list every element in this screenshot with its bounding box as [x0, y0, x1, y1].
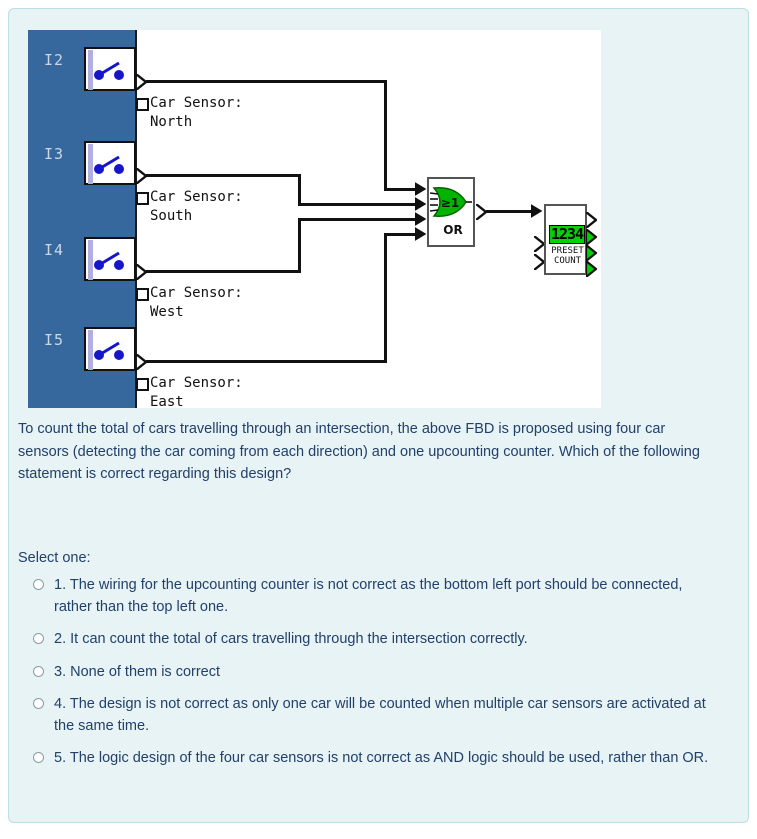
or-gate-block[interactable]: ≥1 OR [427, 177, 475, 247]
counter-output-pin-3 [586, 245, 597, 261]
contact-rail-bar [88, 330, 93, 370]
or-input-arrow-4 [415, 227, 426, 241]
switch-contact-icon [94, 341, 124, 360]
comment-text-i3: Car Sensor: South [150, 188, 243, 226]
sensor-block-i4[interactable] [84, 237, 136, 281]
comment-line1-i5: Car Sensor: [150, 375, 243, 391]
counter-word-preset: PRESET [551, 246, 584, 256]
wire-i5-horizontal [146, 360, 387, 363]
wire-i3-horizontal [146, 174, 301, 177]
counter-display-value: 1234 [550, 225, 584, 243]
wire-i4-to-gate [298, 218, 420, 221]
wire-or-to-counter [486, 210, 536, 213]
input-tag-i3: I3 [44, 145, 65, 163]
comment-line2-i4: West [150, 304, 184, 320]
sensor-block-i2[interactable] [84, 47, 136, 91]
contact-rail-bar [88, 50, 93, 90]
comment-text-i5: Car Sensor: East [150, 374, 243, 412]
switch-contact-icon [94, 61, 124, 80]
input-tag-i5: I5 [44, 331, 65, 349]
answer-label-5: 5. The logic design of the four car sens… [54, 750, 709, 766]
radio-option-3[interactable] [33, 665, 44, 677]
svg-text:≥1: ≥1 [441, 196, 459, 210]
answer-label-4: 4. The design is not correct as only one… [54, 696, 706, 734]
comment-text-i4: Car Sensor: West [150, 284, 243, 322]
answer-option-1[interactable]: 1. The wiring for the upcounting counter… [18, 575, 728, 618]
comment-line1-i2: Car Sensor: [150, 95, 243, 111]
counter-output-pin-2 [586, 229, 597, 245]
contact-rail-bar [88, 240, 93, 280]
answer-option-4[interactable]: 4. The design is not correct as only one… [18, 694, 728, 737]
wire-i2-horizontal [146, 80, 387, 83]
answer-label-2: 2. It can count the total of cars travel… [54, 631, 528, 647]
comment-line1-i4: Car Sensor: [150, 285, 243, 301]
comment-anchor-i4 [136, 288, 149, 301]
comment-line2-i3: South [150, 208, 193, 224]
comment-anchor-i2 [136, 98, 149, 111]
or-input-arrow-2 [415, 197, 426, 211]
or-input-arrow-3 [415, 212, 426, 226]
select-one-label: Select one: [18, 550, 91, 566]
wire-i3-vertical [298, 174, 301, 206]
or-gate-icon: ≥1 [430, 187, 472, 217]
switch-contact-icon [94, 251, 124, 270]
comment-line1-i3: Car Sensor: [150, 189, 243, 205]
wire-i3-to-gate [298, 203, 420, 206]
counter-word-count: COUNT [553, 256, 582, 266]
wire-i5-to-gate [384, 233, 420, 236]
sensor-block-i3[interactable] [84, 141, 136, 185]
upcounter-block[interactable]: 1234 PRESET COUNT [544, 204, 587, 275]
wire-i2-to-gate [384, 188, 420, 191]
answer-option-3[interactable]: 3. None of them is correct [18, 662, 728, 684]
quiz-question-card: I2 Car Sensor: North I3 [8, 8, 749, 823]
radio-option-5[interactable] [33, 752, 44, 763]
switch-contact-icon [94, 155, 124, 174]
wire-i5-vertical [384, 233, 387, 363]
wire-i4-horizontal [146, 270, 301, 273]
counter-display: 1234 [549, 225, 585, 244]
radio-option-2[interactable] [33, 633, 44, 644]
comment-anchor-i5 [136, 378, 149, 391]
wire-i4-vertical [298, 218, 301, 273]
or-input-arrow-1 [415, 182, 426, 196]
answer-option-2[interactable]: 2. It can count the total of cars travel… [18, 629, 728, 651]
counter-output-pin-4 [586, 261, 597, 277]
answer-label-3: 3. None of them is correct [54, 663, 221, 680]
answer-options-list: 1. The wiring for the upcounting counter… [18, 575, 728, 781]
radio-option-4[interactable] [33, 698, 44, 709]
counter-input-arrow [531, 204, 542, 218]
radio-option-1[interactable] [33, 579, 44, 590]
input-tag-i2: I2 [44, 51, 65, 69]
rail-edge-line [135, 30, 137, 408]
fbd-diagram: I2 Car Sensor: North I3 [28, 30, 601, 410]
comment-line2-i2: North [150, 114, 193, 130]
question-text: To count the total of cars travelling th… [18, 421, 700, 482]
comment-anchor-i3 [136, 192, 149, 205]
input-tag-i4: I4 [44, 241, 65, 259]
comment-line2-i5: East [150, 394, 184, 410]
comment-text-i2: Car Sensor: North [150, 94, 243, 132]
contact-rail-bar [88, 144, 93, 184]
wire-i2-vertical [384, 80, 387, 191]
counter-output-pin-1 [586, 212, 597, 228]
answer-option-5[interactable]: 5. The logic design of the four car sens… [18, 748, 728, 770]
sensor-block-i5[interactable] [84, 327, 136, 371]
or-gate-label: OR [443, 223, 463, 237]
answer-label-1: 1. The wiring for the upcounting counter… [54, 577, 683, 615]
